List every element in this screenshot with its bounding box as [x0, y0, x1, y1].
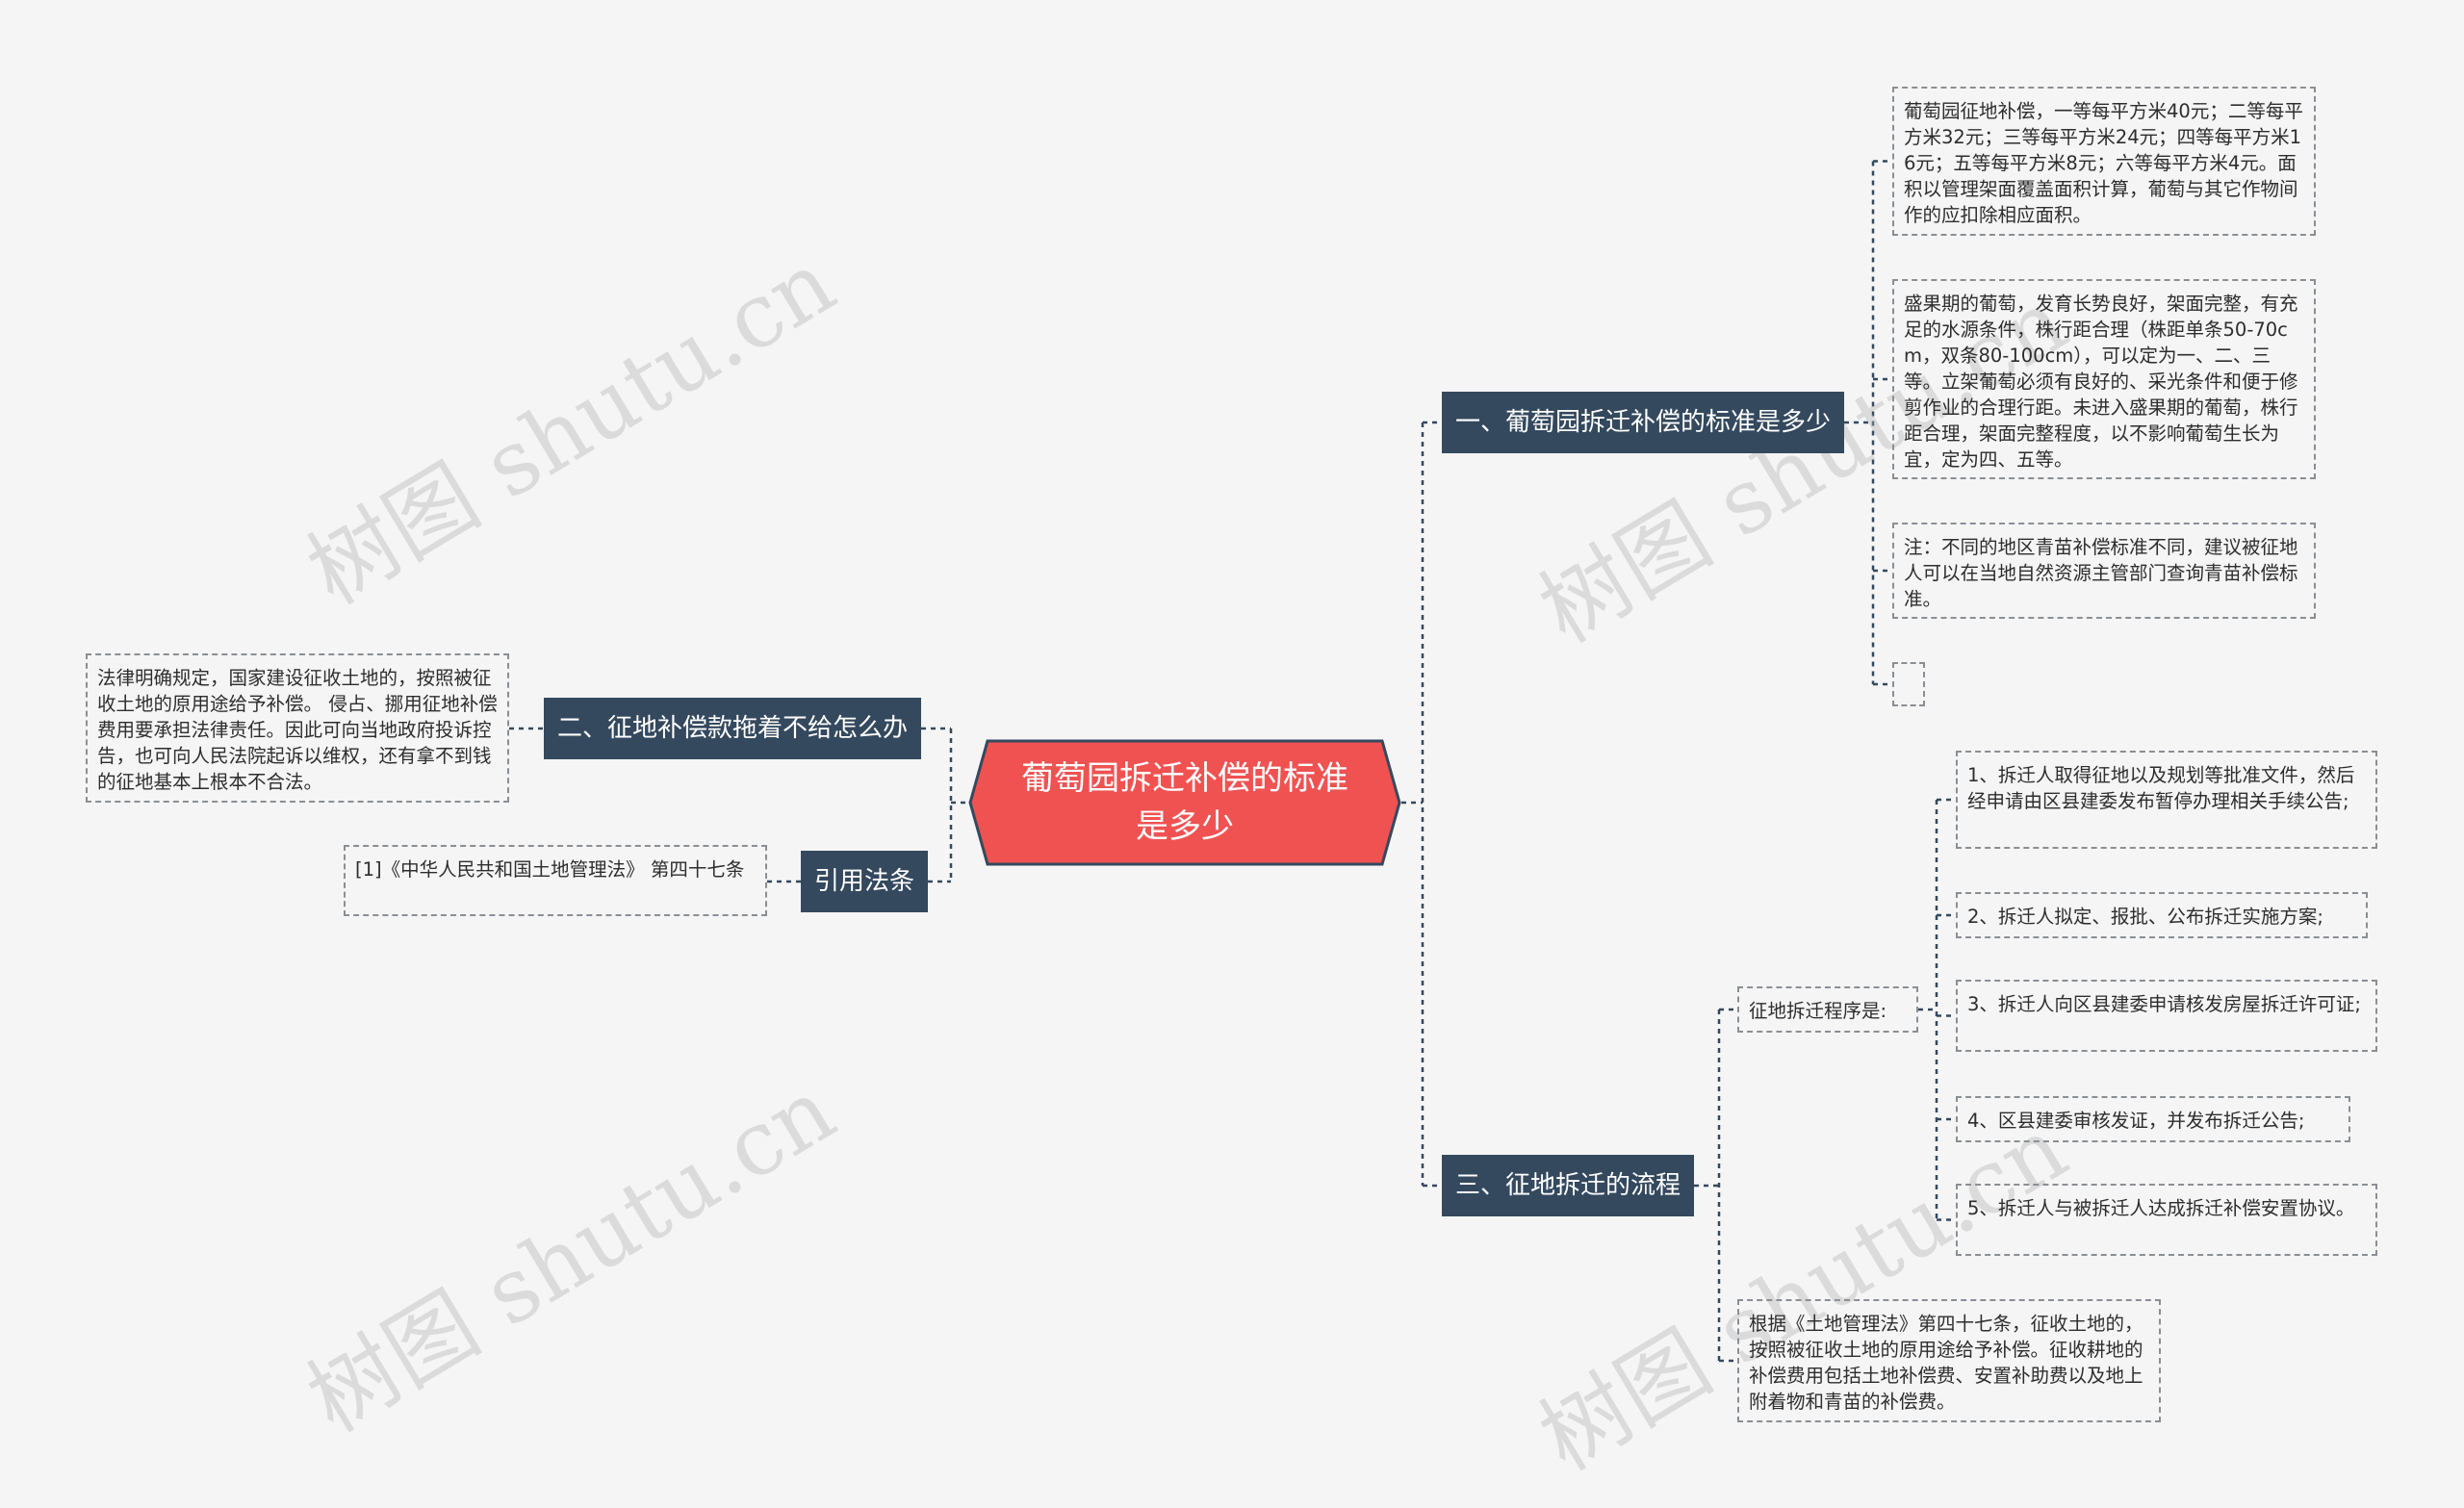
procedure-step-3: 3、拆迁人向区县建委申请核发房屋拆迁许可证;	[1956, 980, 2377, 1052]
branch-cited-law[interactable]: 引用法条	[801, 851, 929, 912]
leaf-regional-note: 注：不同的地区青苗补偿标准不同，建议被征地人可以在当地自然资源主管部门查询青苗补…	[1892, 523, 2316, 619]
procedure-step-1: 1、拆迁人取得征地以及规划等批准文件，然后经申请由区县建委发布暂停办理相关手续公…	[1956, 751, 2377, 849]
leaf-empty	[1892, 662, 1925, 706]
procedure-step-5: 5、拆迁人与被拆迁人达成拆迁补偿安置协议。	[1956, 1184, 2377, 1256]
root-title: 葡萄园拆迁补偿的标准是多少	[1021, 759, 1348, 846]
root-node-shape	[968, 739, 1401, 866]
leaf-grade-criteria: 盛果期的葡萄，发育长势良好，架面完整，有充足的水源条件，株行距合理（株距单条50…	[1892, 279, 2316, 479]
leaf-procedure-label: 征地拆迁程序是:	[1737, 986, 1918, 1033]
leaf-law-article: [1]《中华人民共和国土地管理法》 第四十七条	[344, 845, 767, 916]
branch-delayed-compensation[interactable]: 二、征地补偿款拖着不给怎么办	[544, 698, 922, 759]
leaf-land-law-note: 根据《土地管理法》第四十七条，征收土地的，按照被征收土地的原用途给予补偿。征收耕…	[1737, 1299, 2161, 1422]
branch-grape-compensation-standard[interactable]: 一、葡萄园拆迁补偿的标准是多少	[1442, 392, 1845, 453]
leaf-grade-prices: 葡萄园征地补偿，一等每平方米40元；二等每平方米32元；三等每平方米24元；四等…	[1892, 87, 2316, 236]
procedure-step-2: 2、拆迁人拟定、报批、公布拆迁实施方案;	[1956, 892, 2368, 938]
procedure-step-4: 4、区县建委审核发证，并发布拆迁公告;	[1956, 1096, 2350, 1142]
branch-land-acquisition-procedure[interactable]: 三、征地拆迁的流程	[1442, 1155, 1695, 1216]
root-node[interactable]: 葡萄园拆迁补偿的标准是多少	[968, 739, 1401, 866]
leaf-legal-remedy: 法律明确规定，国家建设征收土地的，按照被征收土地的原用途给予补偿。 侵占、挪用征…	[86, 653, 509, 803]
